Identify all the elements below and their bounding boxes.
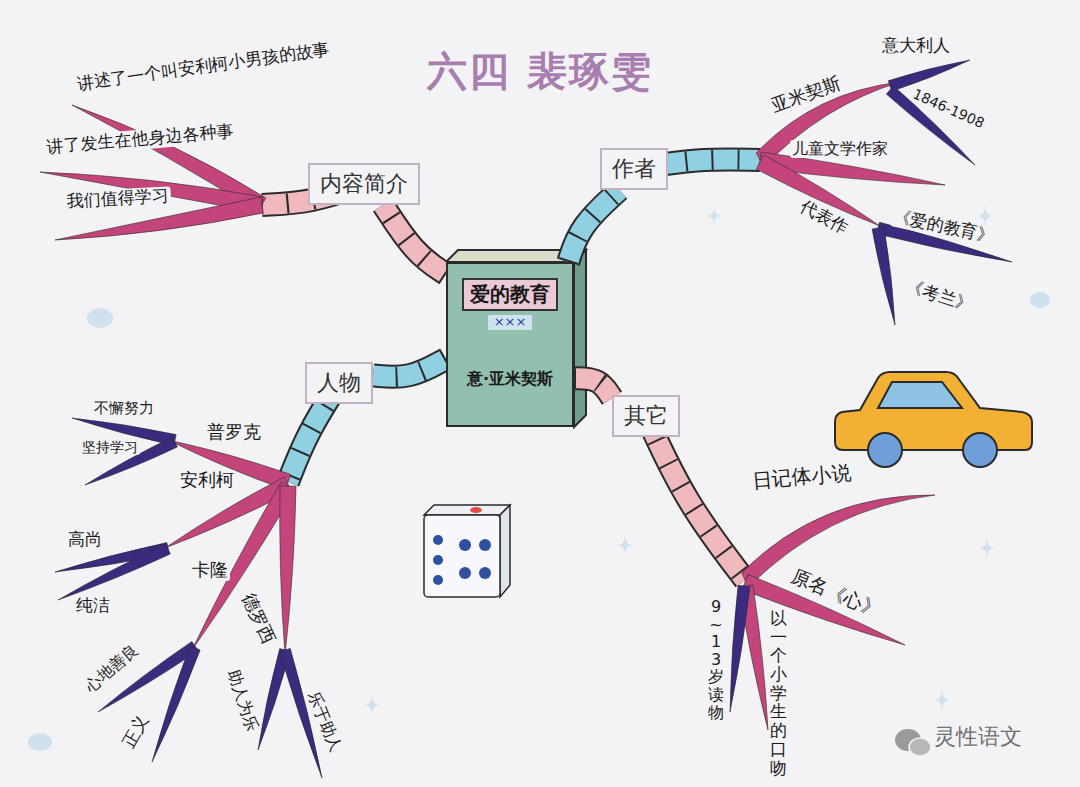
branch-fill [373,359,446,377]
wechat-icon [895,729,931,756]
branch-fill [574,378,612,398]
dice [424,505,510,597]
branch-outline [383,205,446,274]
branch-text: 纯洁 [74,596,112,616]
sparkle [365,694,379,716]
leaf-stroke [742,495,935,587]
book-title: 爱的教育 [462,278,558,311]
branch-outline [568,190,619,262]
car-wheel [868,433,902,467]
toy-car [835,372,1032,467]
branch-segments [568,190,619,262]
blob [28,733,52,751]
branch-outline [373,359,446,377]
branch-connector [383,205,446,274]
branch-segments [383,205,446,274]
branch-text: 意大利人 [880,36,952,56]
branch-fill [568,190,619,262]
branch-stems [262,159,760,580]
branch-text: 助人为乐 [223,665,262,735]
leaf-stroke [730,585,750,712]
dice-top [424,505,510,515]
dice-pip [459,539,471,551]
leaf-stroke [872,227,895,325]
branch-connector [568,190,619,262]
leaf-stroke [152,646,200,762]
branch-text: 坚持学习 [80,439,140,455]
branch-text: 日记体小说 [749,461,855,493]
branch-fill [646,416,745,580]
branch-title: 其它 [624,401,668,431]
branch-fill [383,205,446,274]
sparkle [935,689,949,711]
leaf-stroke [888,60,970,91]
branch-connector [373,359,446,377]
branch-segments [373,359,446,377]
branch-text: 我们值得学习 [64,186,171,211]
branch-title: 作者 [612,154,656,184]
dice-pip [479,567,491,579]
dice-pip [470,507,482,513]
branch-text: 高尚 [66,530,104,550]
wechat-bubble [909,738,931,756]
leaf-strokes [40,60,1012,778]
watermark: 灵性语文 [932,724,1024,749]
branch-title: 人物 [317,368,361,398]
dice-pip [459,567,471,579]
car-wheel [963,433,997,467]
branch-stem [646,416,745,580]
leaf-stroke [280,486,296,655]
sparkle [707,205,721,227]
branch-label: 作者 [600,148,668,190]
book-cover: 爱的教育 ××× 意·亚米契斯 [446,262,574,427]
car-window [878,382,962,408]
book-side [574,250,586,427]
blob [1030,292,1050,308]
sparkle [980,537,994,559]
book-author: 意·亚米契斯 [467,370,553,388]
branch-label: 人物 [305,362,373,404]
branch-text: 卡隆 [190,560,230,581]
branch-text: 普罗克 [205,422,263,443]
branch-outline [646,416,745,580]
branch-title: 内容简介 [320,169,408,199]
dice-pip [433,535,443,545]
blob [87,308,113,328]
car-body [835,372,1032,450]
branch-label: 内容简介 [308,163,420,205]
branch-segments [646,416,745,580]
branch-text: 不懈努力 [92,400,156,417]
book-3d [446,250,586,427]
dice-pip [433,575,443,585]
branch-label: 其它 [612,395,680,437]
branch-text: 讲了发生在他身边各种事 [44,121,236,157]
dice-pip [479,539,491,551]
branch-outline [574,378,612,398]
branch-text: 1846-1908 [909,85,989,132]
branch-text: 安利柯 [178,470,236,491]
dice-pip [433,555,443,565]
branch-connector [574,378,612,398]
dice-side [500,505,510,597]
branch-text: 正义 [118,710,154,753]
branch-text: 以一个小学生的口吻 [770,609,787,777]
sparkle [28,41,1050,751]
dice-face [424,515,500,597]
branch-text: 9~13岁读物 [708,598,724,721]
sparkle [618,534,632,556]
branch-text: 儿童文学作家 [790,140,890,158]
leaf-stroke [58,544,170,600]
branch-text: 德罗西 [237,588,280,649]
author-mark: ××× [488,315,533,330]
branch-segments [574,378,612,398]
branch-text: 《考兰》 [902,275,977,316]
branch-text: 讲述了一个叫安利柯小男孩的故事 [74,39,333,94]
